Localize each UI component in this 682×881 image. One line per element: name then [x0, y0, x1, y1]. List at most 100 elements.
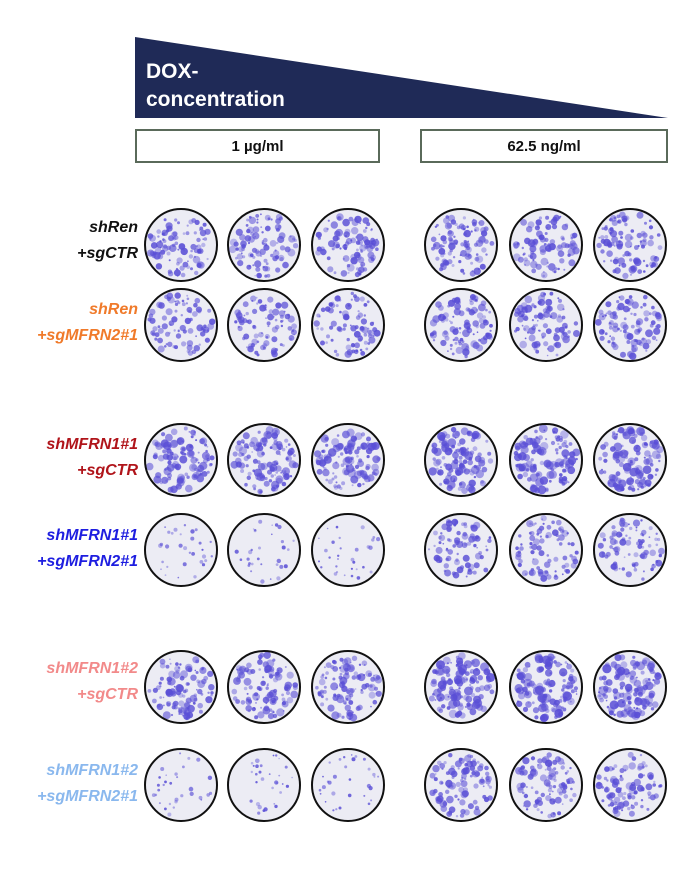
colony: [604, 332, 608, 336]
colony: [275, 754, 278, 757]
colony: [468, 456, 473, 461]
colony: [333, 484, 338, 488]
colony: [162, 238, 165, 241]
colony: [460, 427, 469, 436]
colony: [358, 663, 362, 666]
colony: [318, 537, 320, 540]
colony: [465, 345, 469, 348]
colony: [562, 530, 564, 533]
colony: [539, 714, 549, 723]
colony: [461, 542, 468, 548]
colony: [367, 329, 372, 335]
colony: [600, 249, 605, 254]
colony: [634, 245, 639, 250]
colony: [276, 708, 285, 717]
colony: [287, 248, 296, 257]
colony: [457, 486, 462, 491]
colony: [561, 315, 566, 320]
colony: [289, 235, 292, 238]
colony: [564, 243, 570, 249]
colony: [446, 678, 453, 686]
colony: [637, 481, 644, 488]
colony: [460, 778, 464, 783]
colony: [370, 228, 373, 232]
colony: [257, 811, 261, 815]
culture-plate: [311, 650, 385, 724]
colony: [473, 543, 477, 548]
colony: [626, 333, 634, 340]
plate-rim: [311, 288, 385, 362]
colony: [564, 771, 568, 775]
colony: [464, 686, 473, 696]
colony: [597, 542, 604, 549]
colony: [548, 769, 556, 778]
colony: [628, 484, 635, 491]
colony: [315, 685, 319, 690]
colony: [461, 343, 470, 351]
colony: [654, 672, 662, 680]
plate-rim: [593, 748, 667, 822]
colony: [177, 301, 181, 305]
colony: [533, 466, 536, 469]
colony: [370, 705, 372, 708]
colony: [452, 460, 455, 463]
colony: [360, 442, 368, 450]
colony: [271, 432, 279, 439]
colony: [200, 798, 203, 801]
colony: [165, 343, 168, 346]
colony: [622, 668, 630, 676]
colony: [621, 215, 628, 222]
colony: [658, 553, 662, 558]
colony: [458, 459, 463, 464]
colony: [471, 430, 480, 439]
colony: [598, 313, 606, 321]
colony: [250, 231, 255, 236]
colony: [176, 478, 185, 487]
colony: [341, 685, 348, 692]
colony: [440, 532, 443, 535]
colony: [438, 440, 442, 443]
colony: [552, 759, 558, 765]
colony: [332, 666, 339, 672]
colony: [251, 338, 258, 345]
colony: [653, 793, 659, 799]
colony: [636, 686, 646, 695]
colony: [292, 462, 299, 469]
colony: [330, 338, 334, 342]
colony: [182, 562, 187, 567]
colony: [238, 452, 243, 457]
colony: [355, 236, 358, 239]
row-label-line2: +sgMFRN2#1: [37, 788, 138, 805]
colony: [515, 546, 519, 550]
colony: [464, 319, 470, 326]
colony: [469, 470, 475, 476]
colony: [531, 268, 537, 274]
colony: [272, 711, 275, 714]
colony: [605, 301, 612, 308]
colony: [346, 464, 349, 468]
colony: [208, 684, 215, 691]
colony: [161, 315, 167, 321]
colony: [252, 764, 255, 767]
colony: [180, 314, 183, 317]
colony: [375, 692, 378, 695]
colony: [201, 678, 207, 685]
colony: [259, 248, 266, 255]
colony: [525, 785, 528, 789]
colony: [623, 556, 626, 559]
colony: [653, 678, 661, 685]
colony: [359, 348, 363, 352]
colony: [612, 431, 616, 435]
colony: [240, 252, 243, 255]
colony: [450, 661, 452, 664]
colony: [656, 324, 661, 329]
colony: [637, 269, 643, 274]
colony: [633, 692, 638, 697]
colony: [447, 480, 456, 489]
colony: [606, 241, 612, 247]
colony: [567, 481, 570, 484]
colony: [477, 452, 482, 457]
colony: [256, 353, 260, 357]
colony: [201, 242, 206, 248]
colony: [436, 660, 445, 670]
